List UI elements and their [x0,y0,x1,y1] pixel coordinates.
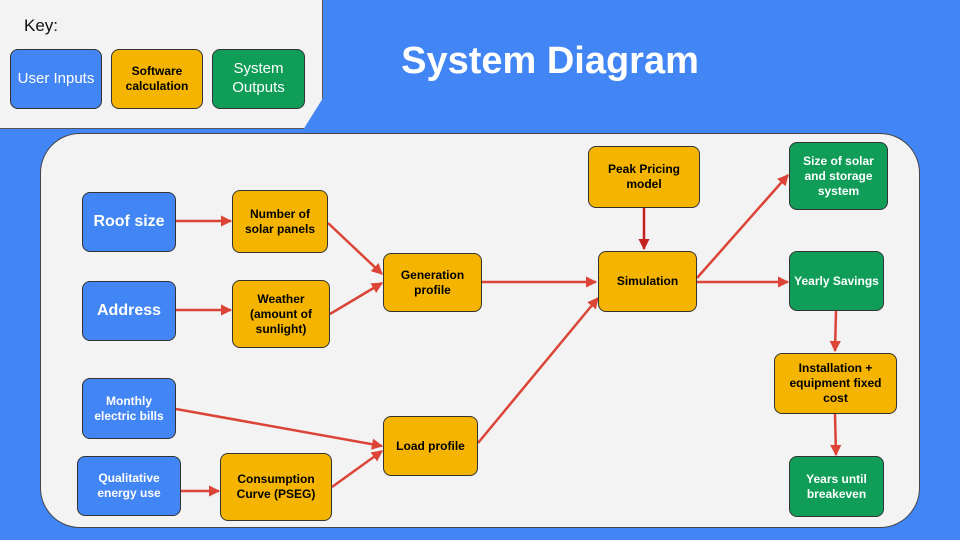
node-installation-cost: Installation + equipment fixed cost [774,353,897,414]
node-size-system: Size of solar and storage system [789,142,888,210]
node-load-profile: Load profile [383,416,478,476]
node-num-panels: Number of solar panels [232,190,328,253]
key-user-inputs: User Inputs [10,49,102,109]
node-peak-pricing: Peak Pricing model [588,146,700,208]
key-system-outputs: System Outputs [212,49,305,109]
node-consumption-curve: Consumption Curve (PSEG) [220,453,332,521]
key-title: Key: [24,16,59,35]
node-years-breakeven: Years until breakeven [789,456,884,517]
node-address: Address [82,281,176,341]
node-roof-size: Roof size [82,192,176,252]
node-yearly-savings: Yearly Savings [789,251,884,311]
node-generation-profile: Generation profile [383,253,482,312]
node-weather: Weather (amount of sunlight) [232,280,330,348]
key-panel: Key: User Inputs Software calculation Sy… [0,0,323,129]
node-qualitative-energy: Qualitative energy use [77,456,181,516]
node-simulation: Simulation [598,251,697,312]
key-software-calculation: Software calculation [111,49,203,109]
page-title: System Diagram [401,40,699,82]
node-monthly-bills: Monthly electric bills [82,378,176,439]
